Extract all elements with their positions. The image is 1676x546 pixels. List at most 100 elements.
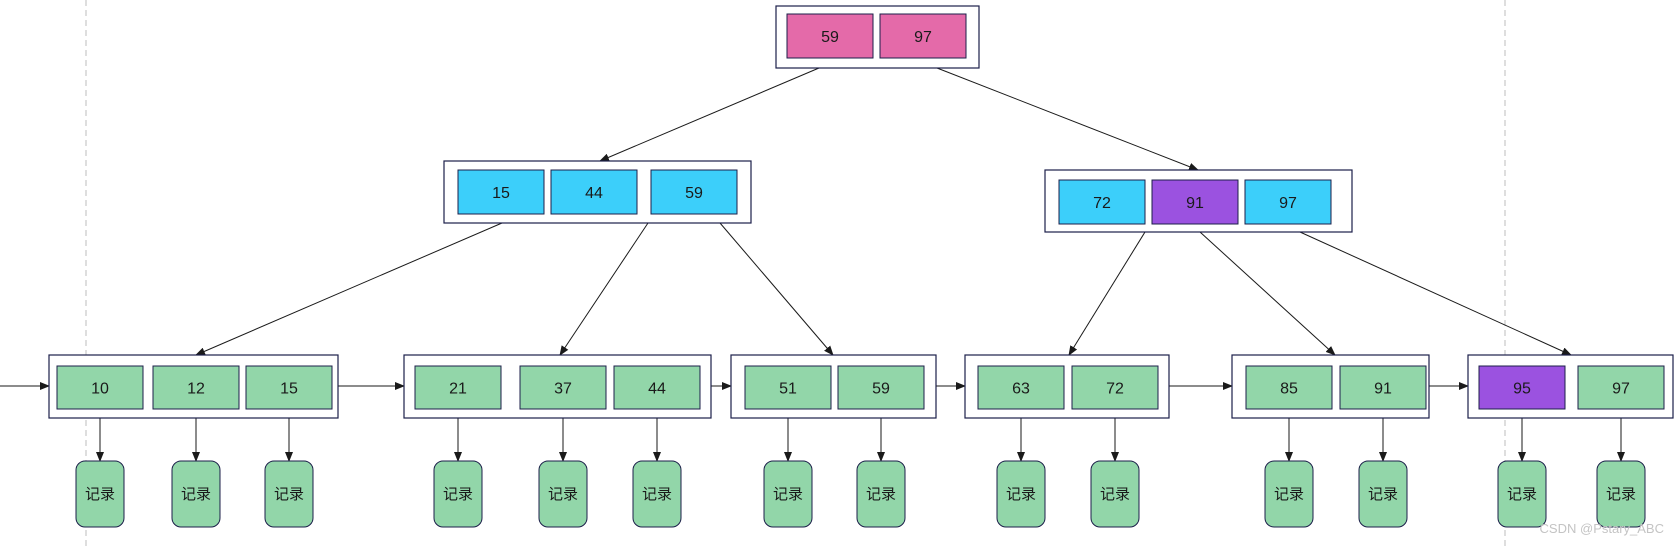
leaf-node: 85 91 xyxy=(1231,354,1430,419)
key-cell xyxy=(977,365,1065,410)
key-cell xyxy=(519,365,607,410)
record-node: 记录 xyxy=(171,460,221,528)
tree-edge xyxy=(559,222,649,356)
record-box xyxy=(1358,460,1408,528)
key-value: 10 xyxy=(91,381,109,398)
key-cell xyxy=(550,169,638,215)
key-cell xyxy=(879,13,967,59)
leaf-node: 63 72 xyxy=(964,354,1170,419)
tree-edge xyxy=(1299,231,1572,356)
record-node: 记录 xyxy=(763,460,813,528)
leaf-node: 10 12 15 xyxy=(48,354,339,419)
record-box xyxy=(1090,460,1140,528)
key-cell xyxy=(1151,179,1239,225)
record-label: 记录 xyxy=(1006,485,1036,503)
record-label: 记录 xyxy=(274,485,304,503)
key-cell xyxy=(457,169,545,215)
key-cell xyxy=(1478,365,1566,410)
key-cell xyxy=(744,365,832,410)
tree-edge xyxy=(195,222,503,356)
record-box xyxy=(632,460,682,528)
record-boxes: 记录 记录 记录 记录 记录 记录 记录 记录 记录 记录 记录 记录 记录 记录 xyxy=(75,460,1646,528)
record-label: 记录 xyxy=(642,485,672,503)
key-value: 44 xyxy=(585,185,603,202)
record-node: 记录 xyxy=(1497,460,1547,528)
record-label: 记录 xyxy=(1507,485,1537,503)
record-node: 记录 xyxy=(538,460,588,528)
key-value: 44 xyxy=(648,381,666,398)
key-value: 15 xyxy=(492,185,510,202)
watermark: CSDN @Pstary_ABC xyxy=(1539,521,1664,536)
key-cell xyxy=(1058,179,1146,225)
record-box xyxy=(538,460,588,528)
tree-edge xyxy=(1199,231,1336,356)
record-node: 记录 xyxy=(1358,460,1408,528)
record-node: 记录 xyxy=(996,460,1046,528)
key-value: 97 xyxy=(914,29,932,46)
record-node: 记录 xyxy=(856,460,906,528)
key-value: 95 xyxy=(1513,381,1531,398)
key-cell xyxy=(56,365,144,410)
internal-node: 72 91 97 xyxy=(1044,169,1353,233)
record-label: 记录 xyxy=(85,485,115,503)
record-node: 记录 xyxy=(1596,460,1646,528)
record-box xyxy=(264,460,314,528)
key-cell xyxy=(1577,365,1665,410)
key-value: 91 xyxy=(1374,381,1392,398)
key-value: 85 xyxy=(1280,381,1298,398)
record-box xyxy=(1497,460,1547,528)
record-label: 记录 xyxy=(866,485,896,503)
key-cell xyxy=(245,365,333,410)
key-cell xyxy=(1245,365,1333,410)
record-node: 记录 xyxy=(433,460,483,528)
internal-node: 15 44 59 xyxy=(443,160,752,224)
key-cell xyxy=(613,365,701,410)
record-label: 记录 xyxy=(1274,485,1304,503)
key-value: 51 xyxy=(779,381,797,398)
record-label: 记录 xyxy=(443,485,473,503)
record-box xyxy=(75,460,125,528)
record-box xyxy=(433,460,483,528)
record-node: 记录 xyxy=(1264,460,1314,528)
tree-edges xyxy=(0,67,1625,462)
leaf-node: 51 59 xyxy=(730,354,937,419)
record-node: 记录 xyxy=(632,460,682,528)
record-box xyxy=(1264,460,1314,528)
record-box xyxy=(996,460,1046,528)
key-cell xyxy=(152,365,240,410)
key-value: 59 xyxy=(685,185,703,202)
record-node: 记录 xyxy=(75,460,125,528)
record-node: 记录 xyxy=(264,460,314,528)
record-label: 记录 xyxy=(1100,485,1130,503)
record-label: 记录 xyxy=(773,485,803,503)
key-value: 63 xyxy=(1012,381,1030,398)
tree-edge xyxy=(719,222,834,356)
key-cell xyxy=(414,365,502,410)
tree-edge xyxy=(936,67,1199,171)
record-label: 记录 xyxy=(548,485,578,503)
key-cell xyxy=(1244,179,1332,225)
key-value: 59 xyxy=(872,381,890,398)
record-box xyxy=(763,460,813,528)
tree-edge xyxy=(599,67,820,162)
key-cell xyxy=(650,169,738,215)
key-value: 21 xyxy=(449,381,467,398)
record-label: 记录 xyxy=(1368,485,1398,503)
key-value: 97 xyxy=(1279,195,1297,212)
key-cell xyxy=(786,13,874,59)
tree-edge xyxy=(1068,231,1146,356)
key-value: 72 xyxy=(1106,381,1124,398)
key-value: 12 xyxy=(187,381,205,398)
guide-lines xyxy=(85,0,1506,546)
key-value: 91 xyxy=(1186,195,1204,212)
key-value: 72 xyxy=(1093,195,1111,212)
record-box xyxy=(1596,460,1646,528)
record-label: 记录 xyxy=(1606,485,1636,503)
key-value: 15 xyxy=(280,381,298,398)
record-node: 记录 xyxy=(1090,460,1140,528)
